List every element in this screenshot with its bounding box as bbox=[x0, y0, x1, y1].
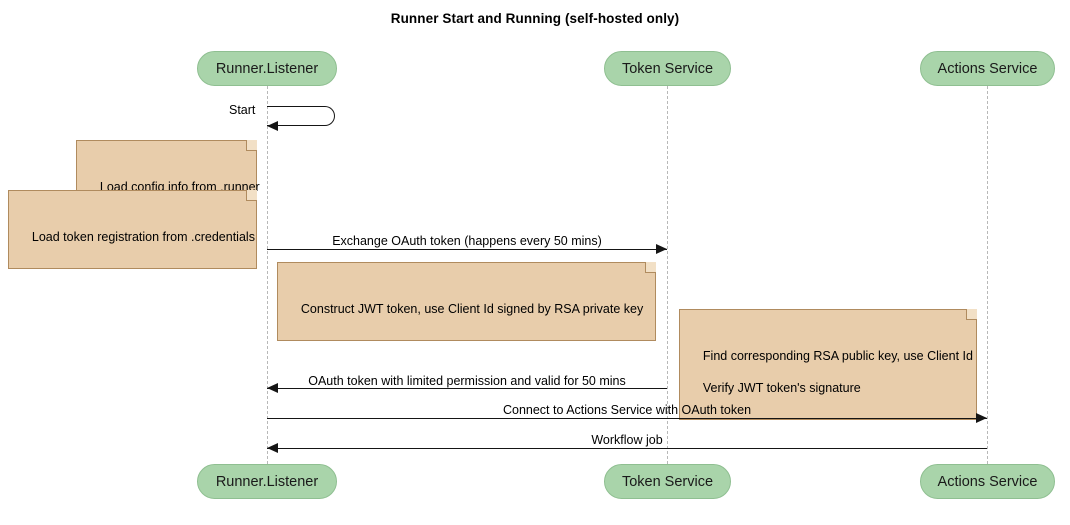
lifeline-actions bbox=[987, 86, 988, 464]
note-fold-icon bbox=[246, 190, 257, 201]
message-line-connect-actions bbox=[267, 418, 987, 419]
participant-label: Token Service bbox=[621, 60, 714, 77]
message-label-connect-actions: Connect to Actions Service with OAuth to… bbox=[502, 403, 752, 417]
note-text: Construct JWT token, use Client Id signe… bbox=[300, 302, 644, 316]
note-fold-icon bbox=[645, 262, 656, 273]
message-label-start: Start bbox=[229, 103, 256, 117]
participant-actions-bottom[interactable]: Actions Service bbox=[920, 464, 1055, 499]
note-text: Load token registration from .credential… bbox=[31, 230, 255, 244]
note-construct-jwt: Construct JWT token, use Client Id signe… bbox=[277, 262, 656, 341]
participant-actions-top[interactable]: Actions Service bbox=[920, 51, 1055, 86]
message-line-oauth-token-returned bbox=[267, 388, 667, 389]
message-line-exchange-oauth bbox=[267, 249, 667, 250]
participant-label: Token Service bbox=[621, 473, 714, 490]
note-text-line-2: Verify JWT token's signature bbox=[702, 381, 861, 395]
note-fold-icon bbox=[966, 309, 977, 320]
participant-label: Actions Service bbox=[937, 60, 1038, 77]
participant-runner-top[interactable]: Runner.Listener bbox=[197, 51, 337, 86]
participant-label: Runner.Listener bbox=[215, 60, 319, 77]
participant-label: Runner.Listener bbox=[215, 473, 319, 490]
participant-runner-bottom[interactable]: Runner.Listener bbox=[197, 464, 337, 499]
note-verify-jwt: Find corresponding RSA public key, use C… bbox=[679, 309, 977, 420]
message-line-workflow-job bbox=[267, 448, 987, 449]
note-load-token-registration: Load token registration from .credential… bbox=[8, 190, 257, 269]
message-label-oauth-token-returned: OAuth token with limited permission and … bbox=[308, 374, 626, 388]
participant-label: Actions Service bbox=[937, 473, 1038, 490]
arrowhead-workflow-job bbox=[267, 443, 278, 453]
self-message-start bbox=[267, 106, 335, 126]
page-title: Runner Start and Running (self-hosted on… bbox=[390, 11, 680, 26]
lifeline-token bbox=[667, 86, 668, 464]
note-fold-icon bbox=[246, 140, 257, 151]
arrowhead-oauth-token-returned bbox=[267, 383, 278, 393]
note-text-line-1: Find corresponding RSA public key, use C… bbox=[702, 349, 973, 363]
arrowhead-exchange-oauth bbox=[656, 244, 667, 254]
lifeline-runner bbox=[267, 86, 268, 464]
arrowhead-start bbox=[267, 121, 278, 131]
message-label-workflow-job: Workflow job bbox=[591, 433, 663, 447]
participant-token-bottom[interactable]: Token Service bbox=[604, 464, 731, 499]
participant-token-top[interactable]: Token Service bbox=[604, 51, 731, 86]
message-label-exchange-oauth: Exchange OAuth token (happens every 50 m… bbox=[332, 234, 602, 248]
arrowhead-connect-actions bbox=[976, 413, 987, 423]
